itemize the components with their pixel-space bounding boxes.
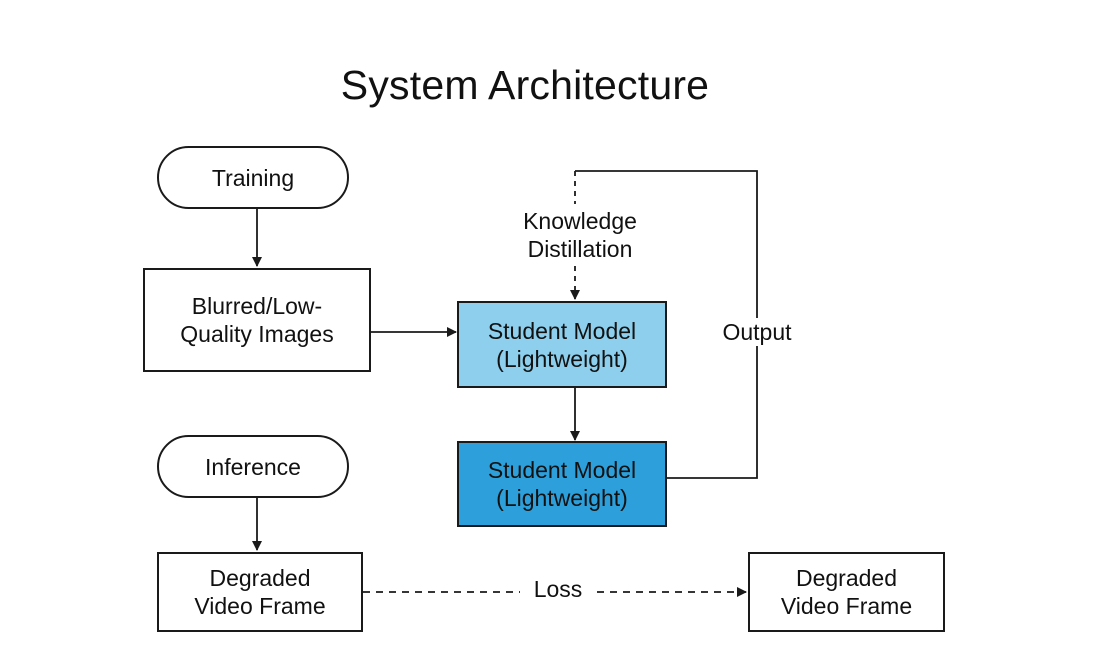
student-model-2-line-1: Student Model: [487, 457, 637, 483]
degraded-frame-right-node: Degraded Video Frame: [748, 552, 945, 632]
degraded-frame-left-node: Degraded Video Frame: [157, 552, 363, 632]
diagram-title: System Architecture: [340, 62, 710, 108]
student-model-node-2: Student Model (Lightweight): [457, 441, 667, 527]
student-model-2-line-2: (Lightweight): [496, 485, 628, 511]
training-node: Training: [157, 146, 349, 209]
student-model-1-line-2: (Lightweight): [496, 345, 628, 372]
degraded-frame-right-line-1: Degraded: [795, 565, 898, 591]
inference-node: Inference: [157, 435, 349, 498]
loss-label-text: Loss: [533, 576, 583, 602]
degraded-frame-right-line-2: Video Frame: [780, 593, 913, 619]
loss-label: Loss: [520, 575, 596, 603]
degraded-frame-left-line-1: Degraded: [209, 565, 311, 591]
knowledge-distillation-line-2: Distillation: [527, 236, 633, 262]
blurred-images-line-1: Blurred/Low-: [191, 293, 323, 319]
knowledge-distillation-line-1: Knowledge: [523, 208, 637, 234]
training-label: Training: [211, 164, 295, 191]
degraded-frame-left-line-2: Video Frame: [194, 593, 326, 619]
student-model-node-1: Student Model (Lightweight): [457, 301, 667, 388]
student-model-1-line-1: Student Model: [487, 317, 637, 344]
blurred-images-node: Blurred/Low- Quality Images: [143, 268, 371, 372]
inference-label: Inference: [205, 453, 301, 480]
output-label: Output: [712, 318, 802, 346]
output-label-text: Output: [722, 319, 792, 345]
blurred-images-line-2: Quality Images: [180, 321, 334, 347]
knowledge-distillation-label: Knowledge Distillation: [505, 207, 655, 263]
